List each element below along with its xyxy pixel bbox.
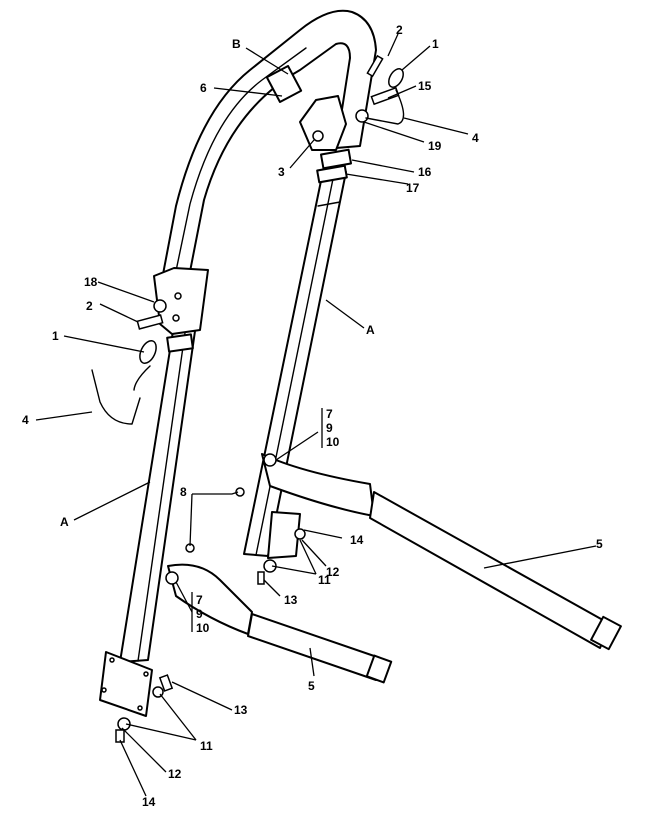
bolt-2-left xyxy=(136,314,164,330)
belt-buckle-right xyxy=(590,615,622,651)
callout-16: 16 xyxy=(418,165,432,179)
callout-A-right: A xyxy=(366,323,375,337)
bolt-2-top xyxy=(366,54,384,78)
lynch-pin-1-left xyxy=(139,339,157,365)
nut-14-left xyxy=(115,729,125,743)
nut-14-right xyxy=(294,528,306,540)
callout-14-left: 14 xyxy=(142,795,156,809)
callout-1-top: 1 xyxy=(432,37,439,51)
callout-12-right: 12 xyxy=(326,565,340,579)
lanyard-4-left xyxy=(91,365,151,425)
callout-14-right: 14 xyxy=(350,533,364,547)
left-seat-belt xyxy=(165,543,393,684)
left-mount-plate xyxy=(99,651,174,743)
callout-3: 3 xyxy=(278,165,285,179)
callout-7-left: 7 xyxy=(196,593,203,607)
lower-left-hinge-bracket xyxy=(91,267,209,425)
leader-lines xyxy=(35,33,597,797)
upper-right-hinge-bracket xyxy=(299,95,353,184)
callout-11-right: 11 xyxy=(318,573,331,587)
lynch-pin-1-top xyxy=(388,68,404,88)
callout-10-left: 10 xyxy=(196,621,210,635)
callout-18: 18 xyxy=(84,275,98,289)
callout-6: 6 xyxy=(200,81,207,95)
upper-pin-assembly xyxy=(355,54,405,125)
callout-A-left: A xyxy=(60,515,69,529)
callout-13-left: 13 xyxy=(234,703,248,717)
callout-9-right: 9 xyxy=(326,421,333,435)
bolt-13-left xyxy=(158,674,174,692)
washer-11-right xyxy=(263,559,277,573)
clip-17 xyxy=(316,164,348,184)
callout-2-left: 2 xyxy=(86,299,93,313)
lanyard-4-top xyxy=(365,89,405,125)
callout-12-left: 12 xyxy=(168,767,182,781)
belt-buckle-left xyxy=(365,654,393,684)
callout-9-left: 9 xyxy=(196,607,203,621)
callout-1-left: 1 xyxy=(52,329,59,343)
callout-2-top: 2 xyxy=(396,23,403,37)
callout-11-left: 11 xyxy=(200,739,213,753)
left-upright-post xyxy=(119,295,201,663)
callout-B: B xyxy=(232,37,241,51)
callout-19: 19 xyxy=(428,139,442,153)
callout-labels: 2 1 B 6 15 4 19 3 16 17 18 2 1 4 A 7 9 1… xyxy=(22,23,603,809)
bolt-7-right xyxy=(263,453,277,467)
bolt-13-right xyxy=(257,571,265,585)
washer-19 xyxy=(355,109,369,123)
callout-5-right: 5 xyxy=(596,537,603,551)
callout-4-left: 4 xyxy=(22,413,29,427)
callout-15: 15 xyxy=(418,79,432,93)
right-seat-belt xyxy=(235,453,622,651)
callout-13-right: 13 xyxy=(284,593,298,607)
upper-arch xyxy=(159,9,377,293)
bolt-7-left xyxy=(165,571,179,585)
bolt-3 xyxy=(312,130,324,142)
callout-4-top: 4 xyxy=(472,131,479,145)
decal-plate xyxy=(265,65,303,103)
callout-7-right: 7 xyxy=(326,407,333,421)
callout-8: 8 xyxy=(180,485,187,499)
callout-10-right: 10 xyxy=(326,435,340,449)
washer-18 xyxy=(153,299,167,313)
callout-17: 17 xyxy=(406,181,420,195)
callout-5-left: 5 xyxy=(308,679,315,693)
clip-16 xyxy=(319,148,353,170)
right-mount-plate xyxy=(257,511,306,585)
pin-15 xyxy=(370,86,400,106)
